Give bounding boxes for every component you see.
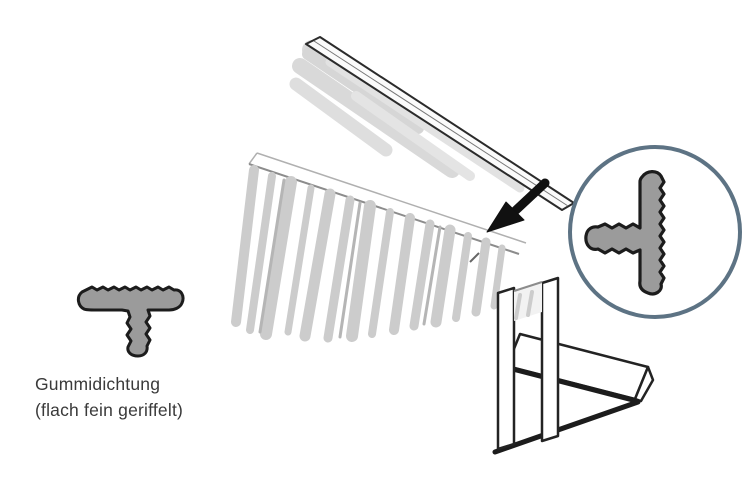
channel-wall-left bbox=[496, 286, 516, 451]
detail-circle bbox=[568, 145, 742, 319]
insertion-arrow-icon bbox=[486, 178, 550, 233]
caption-line-1: Gummidichtung bbox=[35, 374, 161, 394]
panel-hatching bbox=[231, 165, 506, 343]
pencil-shading bbox=[289, 40, 525, 193]
channel-wall-right bbox=[540, 276, 560, 443]
channel-base-end bbox=[633, 365, 655, 403]
channel-profile bbox=[492, 276, 655, 455]
caption: Gummidichtung (flach fein geriffelt) bbox=[35, 371, 183, 423]
panel-mark bbox=[469, 252, 480, 263]
caption-line-2: (flach fein geriffelt) bbox=[35, 400, 184, 420]
slot-with-panel-edge bbox=[513, 281, 543, 321]
seal-profile-detail-icon bbox=[584, 170, 666, 296]
glass-panel bbox=[231, 152, 527, 343]
seal-profile-icon bbox=[76, 285, 185, 358]
channel-base-flange bbox=[505, 332, 650, 401]
channel-bottom-edge bbox=[492, 399, 641, 455]
